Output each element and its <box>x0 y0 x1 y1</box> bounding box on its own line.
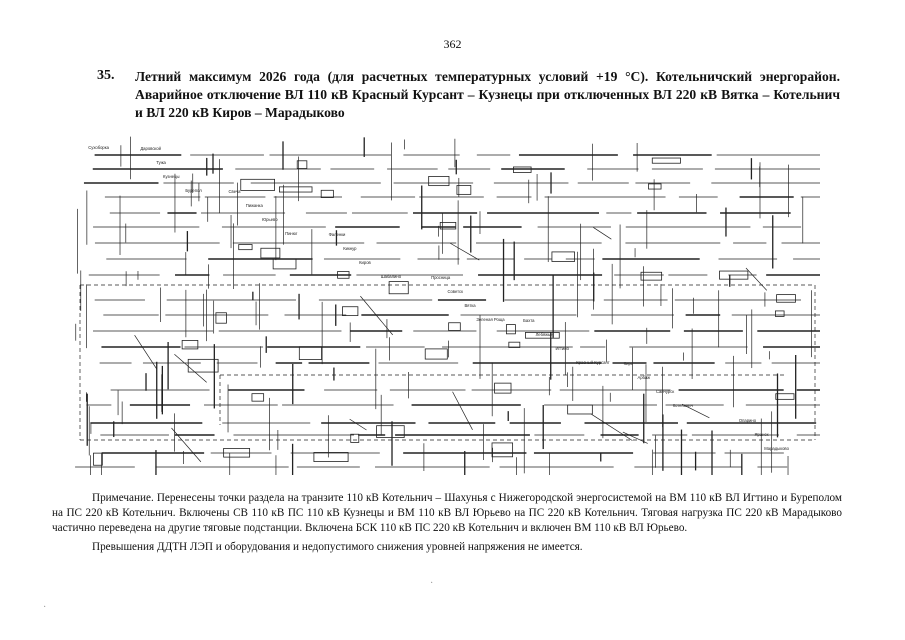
grid-frame <box>513 166 532 173</box>
grid-frame <box>272 258 297 270</box>
note-paragraph-1: Примечание. Перенесены точки раздела на … <box>52 492 842 534</box>
grid-frame <box>494 382 512 394</box>
grid-frame <box>525 332 560 339</box>
station-label: Юрьево <box>262 217 278 222</box>
grid-frame <box>215 312 227 324</box>
grid-frame <box>508 341 521 348</box>
grid-frame <box>223 448 251 458</box>
station-label: Сухоборка <box>88 145 109 150</box>
grid-frame <box>567 404 593 415</box>
station-label: Бахта <box>523 318 535 323</box>
station-label: Фаленки <box>329 232 346 237</box>
grid-frame <box>342 306 359 317</box>
scan-mark-center: · <box>430 578 434 589</box>
grid-line <box>622 431 648 444</box>
grid-frame <box>424 348 448 360</box>
grid-frame <box>181 340 199 350</box>
station-label: Яранск <box>755 432 769 437</box>
grid-line <box>349 418 367 431</box>
grid-line <box>681 403 710 419</box>
grid-line <box>174 354 207 383</box>
grid-frame <box>439 222 457 230</box>
grid-frame <box>337 271 350 279</box>
grid-line <box>591 413 633 441</box>
grid-line <box>360 295 393 336</box>
grid-line <box>745 267 768 291</box>
grid-frame <box>93 452 103 466</box>
page-number: 362 <box>443 37 462 51</box>
station-label: Тужа <box>156 160 166 165</box>
station-label: Арбаж <box>638 375 651 380</box>
grid-line <box>452 391 473 430</box>
grid-line <box>171 427 202 463</box>
grid-frame <box>776 294 796 303</box>
grid-frame <box>651 157 681 164</box>
station-label: Красный Курсант <box>576 360 610 365</box>
grid-frame <box>238 244 253 251</box>
grid-frame <box>448 322 461 331</box>
grid-line <box>593 227 612 240</box>
grid-frame <box>320 189 334 198</box>
grid-frame <box>279 186 313 193</box>
station-label: Кикнур <box>343 246 357 251</box>
station-label: Санчурск <box>656 389 674 394</box>
grid-frame <box>456 185 472 195</box>
grid-frame <box>251 393 265 402</box>
grid-frame <box>719 270 749 280</box>
grid-frame <box>350 433 360 443</box>
grid-frame <box>428 176 450 187</box>
grid-frame <box>640 271 663 281</box>
station-label: Опарино <box>739 418 757 423</box>
station-label: Свеча <box>229 189 242 194</box>
station-label: Игтино <box>555 346 569 351</box>
station-label: Лебяжье <box>536 332 554 337</box>
grid-frame <box>775 393 795 400</box>
station-label: Зеленая Роща <box>476 317 505 322</box>
station-label: Кирс <box>624 361 633 366</box>
station-label: Марадыково <box>764 446 789 451</box>
grid-line <box>449 242 480 261</box>
grid-frame <box>240 178 275 191</box>
note-paragraph-2: Превышения ДДТН ЛЭП и оборудования и нед… <box>92 541 583 553</box>
station-label: Просница <box>431 275 451 280</box>
station-label: Котельнич <box>673 403 693 408</box>
note-block: Примечание. Перенесены точки раздела на … <box>52 491 842 555</box>
station-label: Пижанка <box>246 203 264 208</box>
grid-frame <box>774 310 785 317</box>
station-label: Бурепол <box>185 188 202 193</box>
grid-frame <box>187 358 219 373</box>
station-label: Вятка <box>464 303 476 308</box>
station-label: Киров <box>359 260 371 265</box>
station-label: Даровской <box>140 146 161 151</box>
station-label: Шабалино <box>381 274 402 279</box>
grid-frame <box>648 183 662 190</box>
grid-frame <box>388 281 409 295</box>
grid-frame <box>313 452 349 462</box>
grid-line <box>134 335 157 370</box>
section-number: 35. <box>97 68 115 83</box>
grid-frame <box>298 346 322 360</box>
grid-frame <box>505 324 516 335</box>
station-label: Советск <box>447 289 463 294</box>
grid-frame <box>296 160 308 169</box>
section-title: Летний максимум 2026 года (для расчетных… <box>135 69 840 120</box>
scan-mark-left: · <box>43 602 47 613</box>
station-label: Пинюг <box>285 231 298 236</box>
grid-frame <box>376 425 405 438</box>
grid-frame <box>551 251 575 262</box>
grid-frame <box>491 442 514 458</box>
grid-frame <box>260 247 281 259</box>
station-label: Кузнецы <box>163 174 180 179</box>
